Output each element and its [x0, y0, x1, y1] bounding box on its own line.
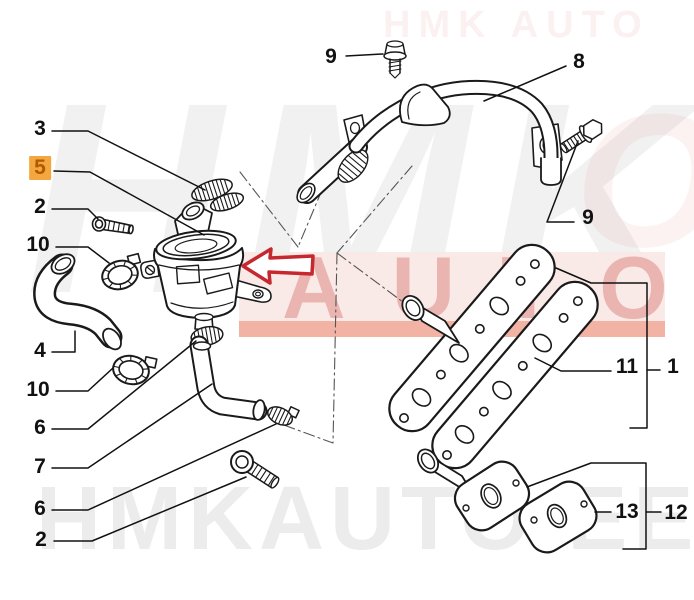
part-clamp-6b [266, 406, 300, 426]
part-hose-4 [33, 253, 123, 351]
leader-lines [51, 53, 612, 542]
assembly-axis-lines [239, 165, 413, 444]
part-pipe-8 [296, 79, 563, 204]
part-oil-separator [140, 229, 272, 331]
group-bracket-1 [555, 267, 661, 429]
part-gasket-plates-11 [388, 243, 599, 470]
part-clamp-3 [191, 178, 245, 212]
pointer-arrow [241, 247, 315, 285]
part-bolt-9a [383, 40, 407, 79]
part-elbow-hose-7 [189, 335, 268, 421]
pipe-hose-clamp [337, 149, 369, 183]
watermark-top-right: HMK AUTO [383, 4, 650, 46]
group-bracket-12 [526, 462, 662, 550]
part-adapter-13 [416, 448, 598, 554]
part-clamp-10b [112, 354, 158, 386]
part-bolt-2b [230, 450, 280, 489]
part-bolt-9b [559, 119, 603, 154]
part-clamp-10a [101, 252, 142, 291]
watermark-ghost-letter: O [575, 86, 694, 276]
part-bolt-2a [91, 216, 134, 235]
